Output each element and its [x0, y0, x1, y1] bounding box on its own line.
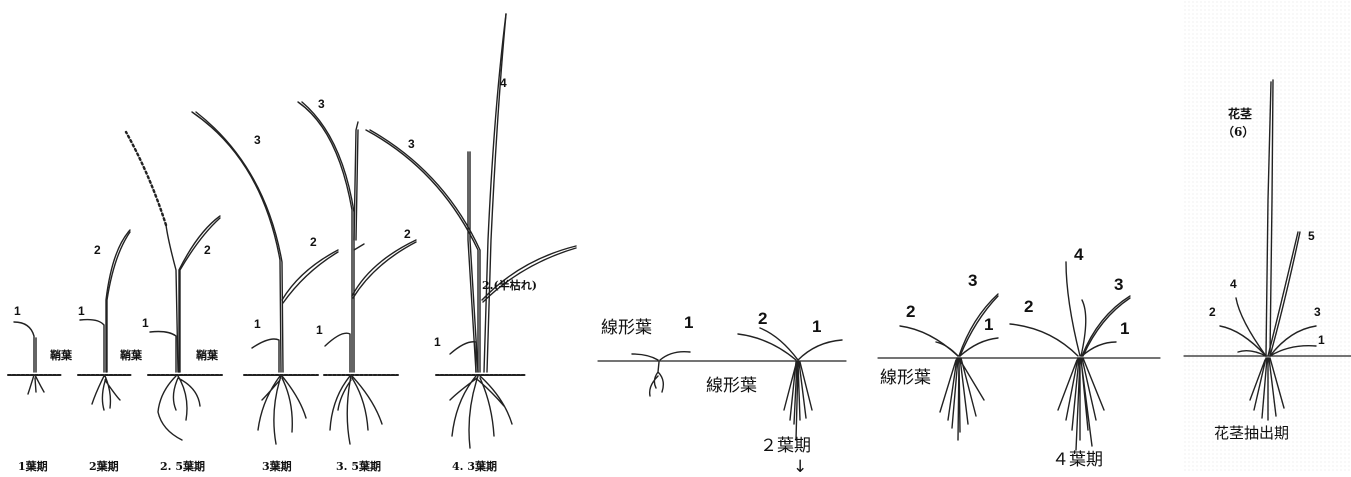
leaf-number-2: 2: [758, 310, 767, 327]
leaf-number-5: 5: [1308, 230, 1315, 242]
leaf-number-3: 3: [1114, 276, 1123, 293]
linear-leaf-label: 線形葉: [880, 370, 931, 387]
leaf-number-1: 1: [14, 305, 21, 317]
leaf-number-3: 3: [968, 272, 977, 289]
stage-label: 1葉期: [18, 461, 48, 472]
flower-stalk-stage-label: 花茎抽出期: [1214, 426, 1289, 441]
plant-stage-2: [80, 230, 130, 410]
stage-label: 2. 5葉期: [160, 461, 205, 472]
leaf-number-3: 3: [1314, 306, 1321, 318]
half-withered-label: 2.(半枯れ): [482, 280, 537, 291]
plant-stage-2-5: [126, 132, 220, 440]
leaf-number-2: 2: [404, 228, 411, 240]
leaf-number-3: 3: [254, 134, 261, 146]
linear-leaf-label: 線形葉: [601, 320, 652, 337]
leaf-number-3: 3: [318, 98, 325, 110]
seedling-linear-leaf: [632, 352, 690, 396]
leaf-number-1: 1: [316, 324, 323, 336]
coleoptile-label: 鞘葉: [120, 350, 142, 361]
leaf-number-1: 1: [984, 316, 993, 333]
leaf-number-1: 1: [434, 336, 441, 348]
stage-label: 3. 5葉期: [336, 461, 381, 472]
linear-leaf-label: 線形葉: [706, 378, 757, 395]
leaf-number-2: 2: [204, 244, 211, 256]
leaf-number-2: 2: [1024, 298, 1033, 315]
leaf-number-1: 1: [684, 314, 693, 331]
leaf-number-2: 2: [310, 236, 317, 248]
arrow-mark: ↓: [793, 459, 807, 476]
leaf-number-4: 4: [1074, 246, 1083, 263]
stage-2-leaf-label: ２葉期: [760, 438, 811, 455]
coleoptile-label: 鞘葉: [196, 350, 218, 361]
flower-stalk-number: （6）: [1222, 126, 1254, 138]
coleoptile-label: 鞘葉: [50, 350, 72, 361]
leaf-number-4: 4: [1230, 278, 1237, 290]
plant-four-leaf-b: [1010, 262, 1130, 450]
plant-stage-1: [14, 322, 44, 394]
leaf-number-2: 2: [906, 303, 915, 320]
stage-4-leaf-label: ４葉期: [1052, 452, 1103, 469]
stage-label: 4. 3葉期: [452, 461, 497, 472]
leaf-number-4: 4: [500, 77, 507, 89]
stage-label: 2葉期: [89, 461, 119, 472]
leaf-number-1: 1: [1120, 320, 1129, 337]
leaf-number-1: 1: [78, 305, 85, 317]
stage-label: 3葉期: [262, 461, 292, 472]
plant-stage-3-5: [298, 102, 416, 444]
flower-stalk-label: 花茎: [1228, 108, 1252, 120]
leaf-number-3: 3: [408, 138, 415, 150]
leaf-number-1: 1: [254, 318, 261, 330]
leaf-number-1: 1: [142, 317, 149, 329]
plant-stage-3: [192, 112, 338, 444]
leaf-number-2: 2: [1209, 306, 1216, 318]
leaf-number-1: 1: [812, 318, 821, 335]
leaf-number-1: 1: [1318, 334, 1325, 346]
plant-stage-4-3: [366, 14, 576, 448]
leaf-number-2: 2: [94, 244, 101, 256]
